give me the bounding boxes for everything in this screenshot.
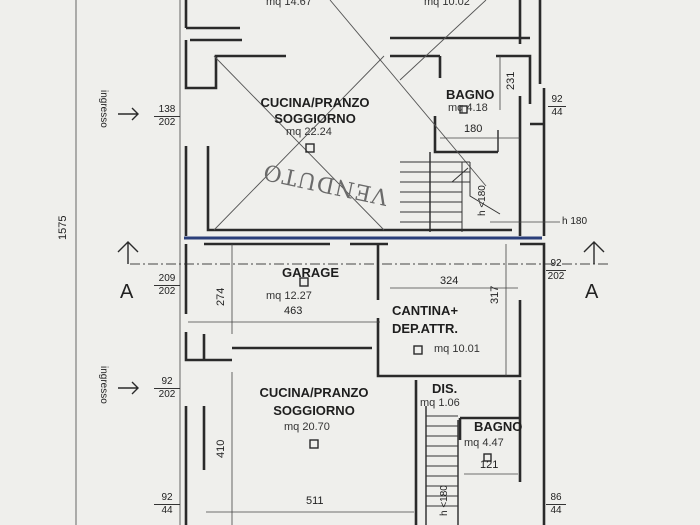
- dis-area: mq 1.06: [420, 397, 460, 409]
- garage-right-opening: 92 202: [546, 258, 566, 283]
- garage-area: mq 12.27: [266, 290, 312, 302]
- bottom-left-opening: 92 44: [154, 492, 180, 517]
- upper-stair-walls: [429, 130, 499, 232]
- section-arrow-left: [117, 241, 139, 264]
- upper-entrance-label: ingresso: [98, 90, 109, 128]
- upper-entrance-opening-height: 202: [158, 117, 176, 128]
- lower-bath-width: 121: [480, 459, 499, 471]
- upper-stair-height: h <180: [477, 185, 488, 216]
- upper-kitchen-area: mq 22.24: [286, 126, 332, 138]
- garage-name: GARAGE: [282, 265, 340, 280]
- dis-name: DIS.: [432, 381, 458, 396]
- upper-kitchen-marker: [305, 143, 315, 153]
- cantina-name-2: DEP.ATTR.: [392, 321, 458, 336]
- lower-entrance-label: ingresso: [98, 366, 109, 404]
- upper-bath-name: BAGNO: [446, 87, 495, 102]
- top-right-area: mq 10.02: [424, 0, 470, 8]
- lower-kitchen-marker: [309, 439, 319, 449]
- lower-bath-area: mq 4.47: [464, 437, 504, 449]
- upper-stairs: [400, 161, 501, 232]
- cantina-name-1: CANTINA+: [391, 303, 459, 318]
- upper-left-wall-step: [184, 40, 286, 90]
- garage-right-opening-width: 92: [546, 258, 566, 271]
- lower-entrance-arrow: [118, 381, 139, 395]
- cantina-marker: [413, 345, 423, 355]
- upper-bath-marker: [459, 105, 468, 114]
- lower-entrance-opening: 92 202: [154, 376, 180, 401]
- section-marker-right: A: [585, 281, 599, 303]
- lower-stair-height: h <180: [439, 485, 450, 516]
- lower-bath-name: BAGNO: [474, 419, 523, 434]
- lower-kitchen-area: mq 20.70: [284, 421, 330, 433]
- garage-left-opening-height: 202: [158, 286, 176, 297]
- bottom-left-opening-height: 44: [161, 505, 173, 516]
- upper-bath-area: mq 4.18: [448, 102, 488, 114]
- upper-entrance-arrow: [118, 107, 139, 121]
- section-arrow-right: [583, 241, 605, 264]
- bottom-left-opening-width: 92: [154, 492, 180, 505]
- bottom-right-opening: 86 44: [546, 492, 566, 517]
- garage-left-opening: 209 202: [154, 273, 180, 298]
- upper-kitchen-name-1: CUCINA/PRANZO: [260, 95, 370, 110]
- top-fragment-partitions: [190, 36, 530, 42]
- upper-entrance-opening-width: 138: [154, 104, 180, 117]
- section-marker-left: A: [120, 281, 134, 303]
- lower-bath-marker: [483, 453, 492, 462]
- upper-right-opening-width: 92: [548, 94, 566, 107]
- bottom-right-opening-width: 86: [546, 492, 566, 505]
- lower-kitchen-depth: 410: [215, 439, 227, 458]
- upper-bath-width: 180: [464, 123, 483, 135]
- cantina-depth: 317: [489, 285, 501, 304]
- garage-left-opening-width: 209: [154, 273, 180, 286]
- cantina-walls: [376, 242, 546, 525]
- upper-right-top-wall: [390, 54, 532, 104]
- upper-stair-arrow: [451, 167, 469, 183]
- upper-kitchen-name-2: SOGGIORNO: [274, 111, 356, 126]
- top-left-area: mq 14.67: [266, 0, 312, 8]
- lower-entrance-opening-width: 92: [154, 376, 180, 389]
- overall-height-label: 1575: [57, 215, 69, 240]
- garage-width: 463: [284, 305, 303, 317]
- sold-cross-lines: [213, 0, 487, 231]
- upper-entrance-opening: 138 202: [154, 104, 180, 129]
- upper-bath-depth: 231: [505, 71, 517, 90]
- upper-left-bottom-wall: [184, 146, 512, 236]
- garage-right-opening-height: 202: [547, 271, 565, 282]
- lower-kitchen-walls: [184, 334, 372, 525]
- top-fragment-walls: [184, 0, 542, 84]
- lower-kitchen-name-1: CUCINA/PRANZO: [259, 385, 369, 400]
- lower-kitchen-width: 511: [306, 495, 324, 507]
- lower-bath-walls: [414, 380, 522, 525]
- garage-depth: 274: [215, 287, 227, 306]
- upper-right-opening: 92 44: [548, 94, 566, 119]
- lower-stairs: [426, 415, 458, 507]
- garage-left-walls: [184, 242, 388, 362]
- ceiling-height: h 180: [562, 216, 588, 227]
- lower-kitchen-name-2: SOGGIORNO: [273, 403, 355, 418]
- cantina-width: 324: [440, 275, 459, 287]
- lower-entrance-opening-height: 202: [158, 389, 176, 400]
- upper-bath-walls: [433, 88, 546, 236]
- garage-marker: [299, 277, 309, 287]
- bottom-right-opening-height: 44: [550, 505, 562, 516]
- upper-right-opening-height: 44: [551, 107, 563, 118]
- cantina-area: mq 10.01: [434, 343, 480, 355]
